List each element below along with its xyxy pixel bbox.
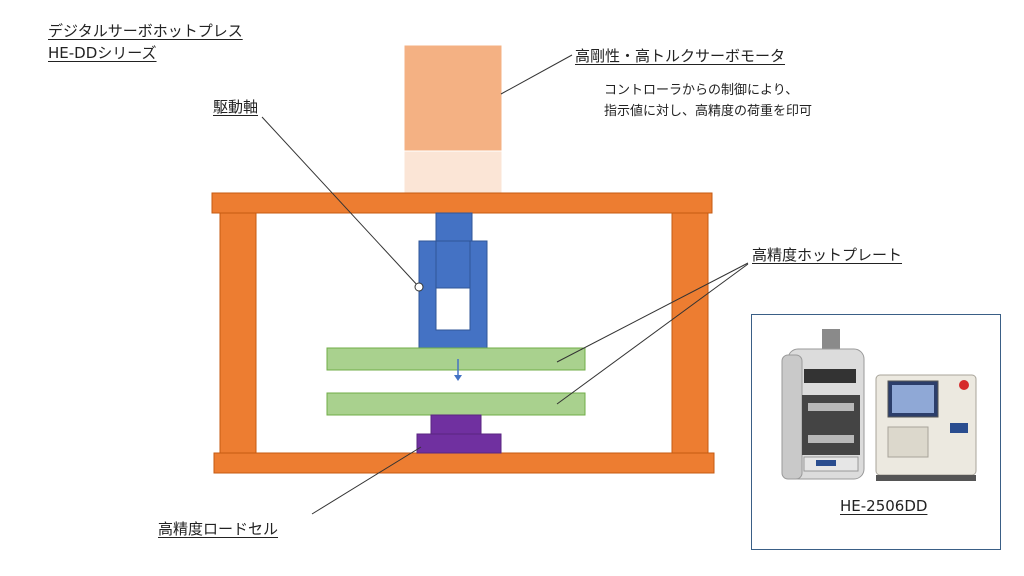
photo-controller-feet [876, 475, 976, 481]
diagram-title: デジタルサーボホットプレス HE-DDシリーズ [48, 20, 243, 64]
load-cell-top [430, 414, 482, 435]
servo-motor-base [403, 150, 503, 194]
product-photo [781, 329, 977, 481]
hot-plate-lower [326, 392, 586, 416]
leader-drive-shaft [261, 116, 420, 288]
label-load-cell: 高精度ロードセル [158, 520, 279, 538]
motor-description-line-2: 指示値に対し、高精度の荷重を印可 [604, 104, 813, 119]
hot-plate-upper [326, 347, 586, 371]
leader-drive-shaft-marker [414, 282, 424, 292]
leader-motor [500, 54, 573, 95]
photo-press-logo [816, 460, 836, 466]
photo-press-head [804, 369, 856, 383]
leader-load-cell [311, 446, 422, 515]
label-drive-shaft: 駆動軸 [213, 98, 259, 116]
frame-right-column [671, 212, 709, 454]
motor-description: コントローラからの制御により、 指示値に対し、高精度の荷重を印可 [604, 80, 812, 122]
title-line-1: デジタルサーボホットプレス [48, 22, 243, 40]
drive-shaft-upper [435, 212, 473, 244]
title-line-2: HE-DDシリーズ [48, 44, 157, 62]
label-servo-motor: 高剛性・高トルクサーボモータ [575, 47, 786, 65]
photo-press-motor [822, 329, 840, 353]
frame-left-column [219, 212, 257, 454]
motor-description-line-1: コントローラからの制御により、 [604, 83, 799, 98]
press-direction-arrowhead [454, 375, 462, 381]
frame-top-beam [211, 192, 713, 214]
servo-motor-body [403, 44, 503, 152]
product-model-label: HE-2506DD [840, 497, 928, 515]
leader-hot-plate-upper [556, 262, 749, 363]
leader-hot-plate-lower [556, 263, 749, 405]
product-photo-frame: HE-2506DD [751, 314, 1001, 550]
photo-controller-display [892, 385, 934, 413]
frame-base-plate [213, 452, 715, 474]
photo-emergency-stop [959, 380, 969, 390]
photo-controller-panel [887, 426, 929, 458]
photo-controller-logo [950, 423, 968, 433]
photo-press-lower-plate [808, 435, 854, 443]
load-cell-base [416, 433, 502, 454]
photo-press-side [781, 354, 803, 480]
label-hot-plate: 高精度ホットプレート [752, 246, 903, 264]
drive-shaft-window [435, 287, 471, 331]
photo-press-upper-plate [808, 403, 854, 411]
